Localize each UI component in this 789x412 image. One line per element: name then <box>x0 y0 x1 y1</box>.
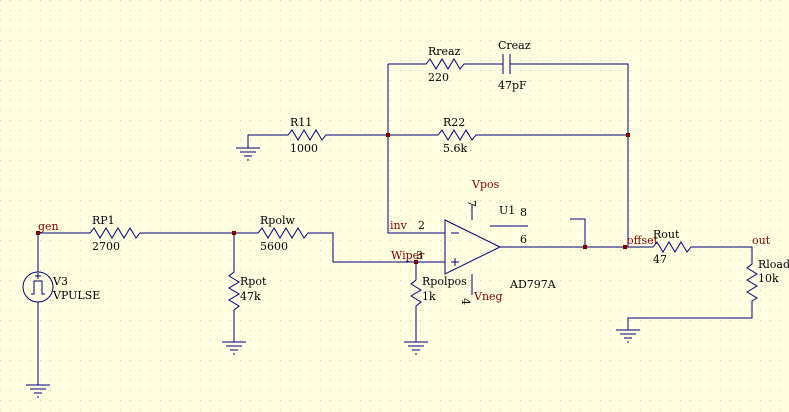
wire-creaz-right <box>514 63 629 247</box>
opamp-u1[interactable] <box>444 219 502 275</box>
r22-value: 5.6k <box>443 142 467 155</box>
rpolw-value: 5600 <box>260 240 288 253</box>
junction-r22-right <box>626 133 630 137</box>
rload-name: Rload <box>758 258 789 271</box>
rout-value: 47 <box>653 253 667 266</box>
creaz-name: Creaz <box>498 39 531 52</box>
junction-pin8 <box>583 245 587 249</box>
net-out: out <box>752 234 771 247</box>
wire-rout-out <box>700 246 753 258</box>
v3-name: V3 <box>52 275 68 288</box>
junction-offset <box>623 245 627 249</box>
pin-4: 4 <box>459 298 472 305</box>
net-vneg: Vneg <box>473 290 503 303</box>
rload-value: 10k <box>758 272 779 285</box>
rp1-name: RP1 <box>92 214 115 227</box>
rpot-name: Rpot <box>240 275 267 288</box>
junction-inv <box>386 133 390 137</box>
pin-7: 7 <box>465 200 478 207</box>
net-inv: inv <box>390 219 408 232</box>
voltage-source-v3[interactable] <box>22 271 54 303</box>
wire-pin8 <box>490 218 586 247</box>
rreaz-name: Rreaz <box>428 45 461 58</box>
pin-3: 3 <box>416 249 423 262</box>
ground-symbol-r11 <box>236 147 260 161</box>
u1-name: U1 <box>499 204 515 217</box>
r11-name: R11 <box>290 116 312 129</box>
resistor-rload[interactable] <box>746 258 758 305</box>
junction-wiper <box>414 260 418 264</box>
net-gen: gen <box>38 220 59 233</box>
capacitor-creaz[interactable] <box>499 54 514 74</box>
pin-8: 8 <box>520 206 527 219</box>
ground-symbol-rpot <box>222 341 246 355</box>
labels: RP1 2700 Rpolw 5600 Rpot 47k Rpolpos 1k … <box>38 39 789 305</box>
wire-rpolw-wiper <box>318 232 445 263</box>
r22-name: R22 <box>443 116 465 129</box>
junction-gen <box>36 231 40 235</box>
resistor-rp1[interactable] <box>82 227 150 239</box>
resistor-rreaz[interactable] <box>418 58 472 70</box>
rpolpos-name: Rpolpos <box>422 275 467 288</box>
ground-symbol-rload <box>616 329 640 343</box>
ground-symbol-v3 <box>26 384 50 398</box>
rreaz-value: 220 <box>428 71 449 84</box>
wire-r11-gnd <box>247 134 280 148</box>
pin-6: 6 <box>520 233 527 246</box>
rp1-value: 2700 <box>92 240 120 253</box>
wire-rload-gnd <box>627 305 753 330</box>
rpot-value: 47k <box>240 290 261 303</box>
wires <box>37 63 753 385</box>
rpolpos-value: 1k <box>422 290 436 303</box>
pin-2: 2 <box>418 219 425 232</box>
net-vpos: Vpos <box>471 178 500 191</box>
junction-rpot <box>232 231 236 235</box>
rout-name: Rout <box>653 228 680 241</box>
r11-value: 1000 <box>290 142 318 155</box>
resistor-rpot[interactable] <box>228 262 240 318</box>
resistor-r22[interactable] <box>430 129 486 141</box>
net-wiper: Wiper <box>391 249 425 262</box>
wire-gen <box>37 232 82 272</box>
resistor-r11[interactable] <box>280 129 334 141</box>
v3-value: VPULSE <box>52 289 100 302</box>
resistor-rpolpos[interactable] <box>410 272 422 318</box>
resistor-rpolw[interactable] <box>248 227 318 239</box>
rpolw-name: Rpolw <box>260 214 295 227</box>
resistor-rout[interactable] <box>645 241 700 253</box>
ground-symbol-rpolpos <box>404 341 428 355</box>
u1-value: AD797A <box>509 278 557 291</box>
junctions <box>36 133 630 264</box>
net-offset: offset <box>627 234 659 247</box>
wire-inv-vertical <box>387 64 445 234</box>
creaz-value: 47pF <box>498 79 527 92</box>
